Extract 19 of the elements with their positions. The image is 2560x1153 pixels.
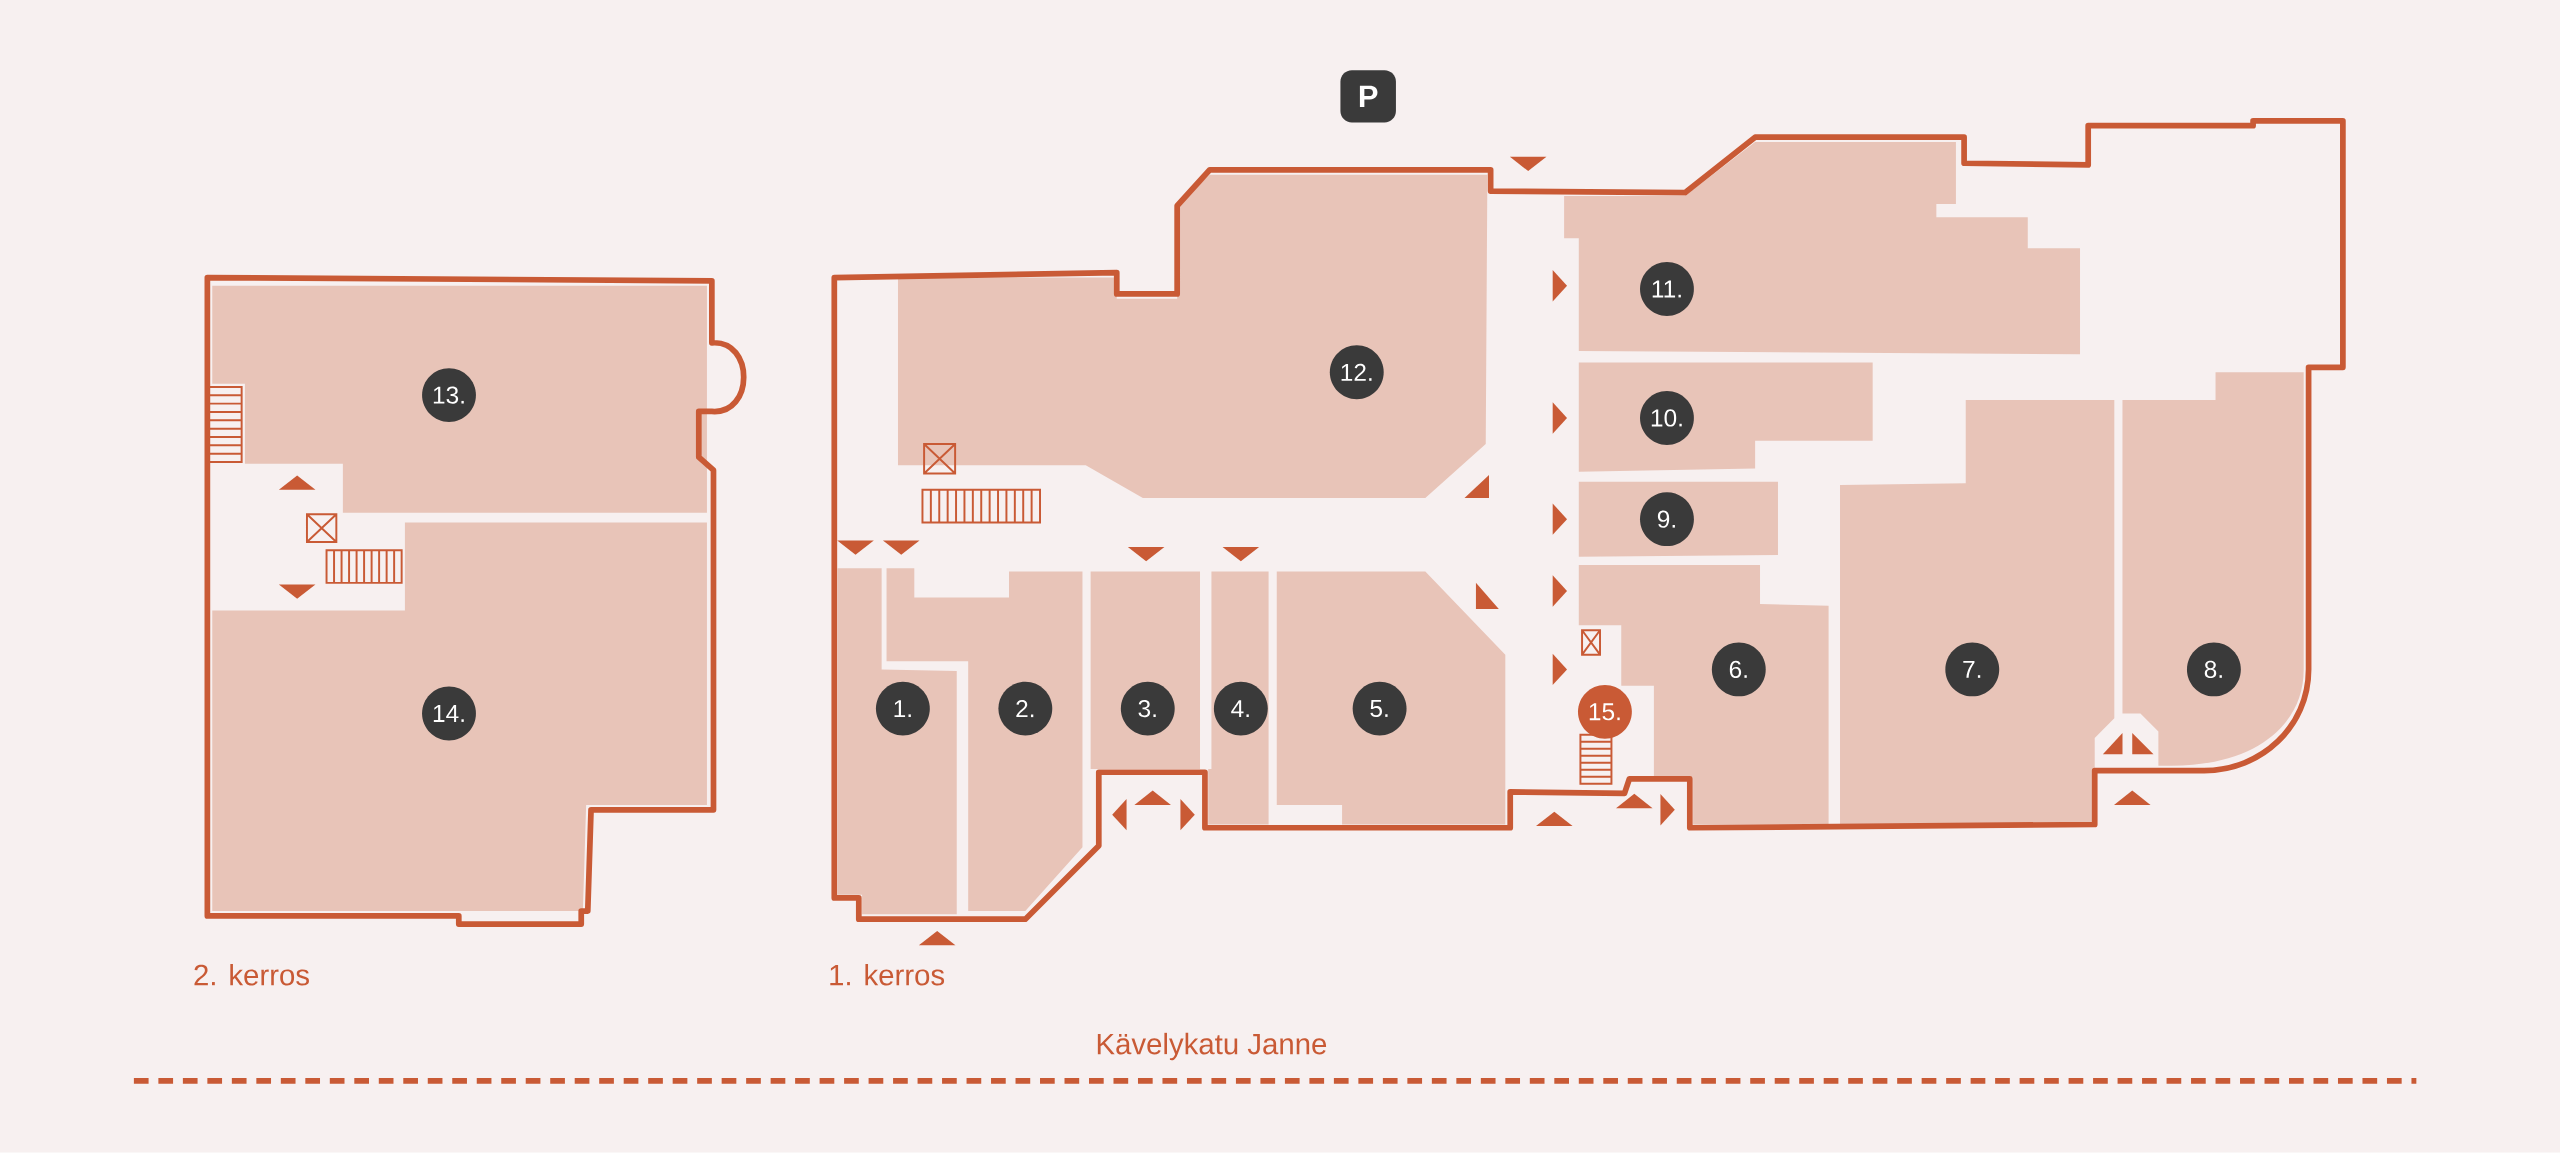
store-number-badge: 13. <box>422 368 476 423</box>
street-name: Kävelykatu Janne <box>1097 1033 1327 1061</box>
store-number-badge: 3. <box>1120 681 1175 736</box>
store-number-badge: 4. <box>1213 681 1268 736</box>
store-number-badge: 11. <box>1640 262 1694 317</box>
floor-label: 2. kerros <box>194 964 309 986</box>
store-number-badge: 12. <box>1329 345 1384 400</box>
store-number-badge: 7. <box>1945 642 2000 697</box>
floor-label: 1. kerros <box>830 964 945 986</box>
store-number-badge: 9. <box>1640 492 1694 547</box>
store-number-badge: 10. <box>1640 391 1694 446</box>
store-number-badge: 14. <box>422 686 476 741</box>
store-number-badge: 15. <box>1578 685 1632 739</box>
store-number-badge: 2. <box>998 681 1053 736</box>
parking-sign: P <box>1340 70 1396 123</box>
store-number-badge: 8. <box>2186 642 2241 697</box>
store-number-badge: 1. <box>875 681 930 736</box>
store-number-badge: 6. <box>1711 642 1766 697</box>
store-number-badge: 5. <box>1352 681 1407 736</box>
